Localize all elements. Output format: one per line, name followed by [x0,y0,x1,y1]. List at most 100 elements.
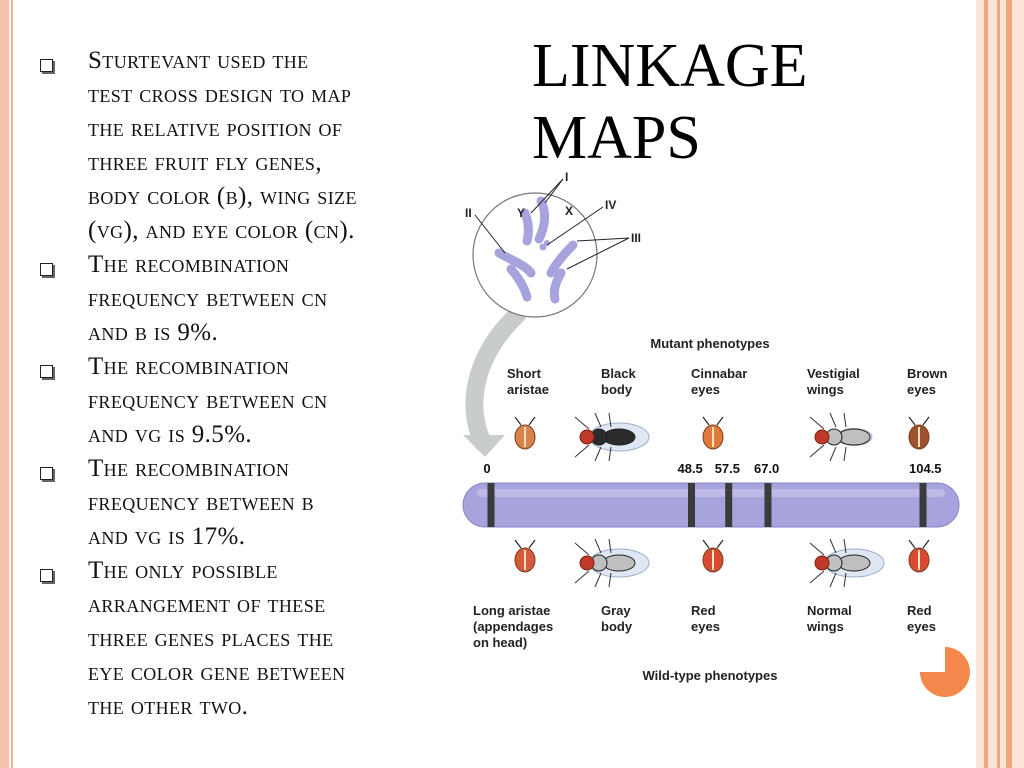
chromosome-highlight [477,489,945,497]
gene-locus-band [687,483,695,527]
frame-stripe [1006,0,1012,768]
bullet-line: the other two. [88,693,249,720]
bullet-text: Sturtevant used the test cross design to … [88,44,446,248]
bullet-checkbox-icon [40,569,53,582]
bullet-line: eye color gene between [88,659,346,686]
arrow-head-icon [463,435,505,457]
gray-body-fly-icon [574,538,650,588]
mutant-phenotype-label: Black [601,366,636,381]
wildtype-phenotype-label: eyes [691,619,720,634]
chromosome-label-iv: IV [605,198,616,212]
mutant-phenotype-label: Brown [907,366,948,381]
frame-left-line [11,0,13,768]
bullet-line: test cross design to map [88,81,352,108]
map-position-label: 48.5 [677,461,702,476]
vestigial-wings-fly-icon [809,412,873,462]
bullet-list: Sturtevant used the test cross design to … [36,44,446,724]
chromosome-label-ii: II [465,206,472,220]
bullet-checkbox-icon [40,59,53,72]
normal-wings-fly-icon [809,538,885,588]
cell-nucleus [472,192,598,318]
wildtype-phenotype-label: eyes [907,619,936,634]
title-line: MAPS [532,104,701,172]
red-eyes-fly-icon [702,539,724,573]
pointer-line [544,178,564,204]
mutant-phenotype-label: Short [507,366,542,381]
frame-left-border [0,0,9,768]
bullet-checkbox-icon [40,263,53,276]
cinnabar-eyes-fly-icon [702,416,724,450]
wildtype-phenotype-label: Gray [601,603,631,618]
bullet-line: three fruit fly genes, [88,149,322,176]
wildtype-phenotypes-header: Wild-type phenotypes [643,668,778,683]
pointer-line [546,206,604,246]
bullet-line: The recombination [88,251,290,278]
chromosome-y [520,208,533,246]
bullet-line: frequency between cn [88,387,328,414]
black-body-fly-icon [574,412,650,462]
pointer-line [576,237,630,242]
wildtype-phenotype-label: on head) [473,635,527,650]
bullet-line: The only possible [88,557,278,584]
wildtype-phenotype-label: Red [691,603,716,618]
gene-locus-band [764,483,772,527]
bullet-line: body color (b), wing size [88,183,357,210]
map-position-label: 0 [483,461,490,476]
bullet-item: The only possible arrangement of these thr… [36,554,446,724]
chromosome-label-x: X [565,204,573,218]
brown-eyes-fly-icon [908,416,930,450]
red-eyes-fly-icon [908,539,930,573]
bullet-line: and vg is 17%. [88,523,246,550]
bullet-line: Sturtevant used the [88,47,309,74]
gene-locus-band [919,483,927,527]
corner-decoration [920,647,970,697]
bullet-line: the relative position of [88,115,343,142]
mutant-phenotype-label: Vestigial [807,366,860,381]
frame-stripe [997,0,1000,768]
map-position-label: 57.5 [715,461,740,476]
chromosome-iii-b [549,268,566,304]
chromosome-ii-b [506,264,532,302]
wildtype-phenotype-label: wings [806,619,844,634]
bullet-line: The recombination [88,353,290,380]
pointer-line [474,214,506,254]
bullet-text: The recombination frequency between cn and… [88,350,446,452]
curved-arrow [465,306,526,452]
gene-locus-band [725,483,733,527]
mutant-phenotype-label: eyes [907,382,936,397]
wildtype-phenotype-label: Red [907,603,932,618]
map-position-label: 67.0 [754,461,779,476]
title-line: LINKAGE [532,32,808,100]
bullet-line: frequency between cn [88,285,328,312]
bullet-line: The recombination [88,455,290,482]
wildtype-phenotype-label: body [601,619,633,634]
wildtype-phenotype-label: (appendages [473,619,553,634]
wildtype-phenotype-label: Normal [807,603,852,618]
bullet-line: (vg), and eye color (cn). [88,217,355,244]
bullet-line: arrangement of these [88,591,326,618]
bullet-line: three genes places the [88,625,334,652]
bullet-checkbox-icon [40,467,53,480]
mutant-phenotype-label: Cinnabar [691,366,747,381]
gene-locus-band [487,483,495,527]
chromosome-iii-a [546,240,578,278]
pointer-line [566,237,630,270]
slide-title: LINKAGE MAPS [532,30,892,174]
mutant-phenotypes-header: Mutant phenotypes [650,336,769,351]
bullet-text: The only possible arrangement of these thr… [88,554,446,724]
chromosome-ii-a [494,248,536,278]
short-aristae-fly-icon [514,416,536,450]
bullet-line: and vg is 9.5%. [88,421,253,448]
chromosome-label-y: Y [517,206,525,220]
long-aristae-fly-icon [514,539,536,573]
chromosome-x [534,196,550,244]
mutant-phenotype-label: body [601,382,633,397]
mutant-phenotype-label: aristae [507,382,549,397]
wildtype-phenotype-label: Long aristae [473,603,550,618]
chromosome-label-iii: III [631,231,641,245]
